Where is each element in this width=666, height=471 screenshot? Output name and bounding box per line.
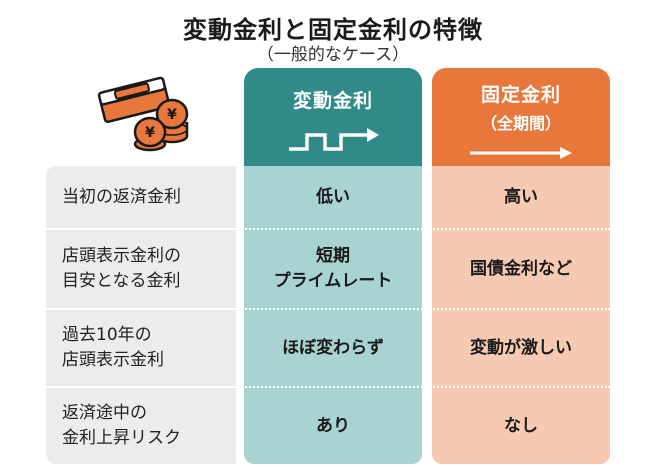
fixed-rate-label: 固定金利 [480,84,561,106]
row-label-past-10-years: 過去10年の 店頭表示金利 [46,310,236,386]
right-arrow-icon [470,147,572,159]
page-subtitle: （一般的なケース） [256,45,410,65]
variable-rate-label: 変動金利 [292,90,373,112]
fixed-rate-column [432,166,610,464]
page-title: 変動金利と固定金利の特徴 [183,16,483,44]
svg-text:¥: ¥ [145,125,155,141]
row-label-rate-increase-risk: 返済途中の 金利上昇リスク [46,388,236,464]
step-up-arrow-icon [289,128,379,151]
row-divider [46,308,610,310]
variable-rate-header: 変動金利 [244,68,422,166]
row-divider [46,386,610,388]
cell-fixed-past-10-years: 変動が激しい [470,337,572,358]
money-illustration-icon: ¥ ¥ [97,76,189,152]
fixed-rate-header: 固定金利 （全期間） [432,68,610,166]
fixed-rate-sublabel: （全期間） [480,114,561,133]
row-label-initial-rate: 当初の返済金利 [46,166,236,228]
row-divider [46,228,610,230]
row-label-reference-rate: 店頭表示金利の 目安となる金利 [46,230,236,308]
cell-variable-initial-rate: 低い [316,186,350,207]
cell-fixed-initial-rate: 高い [504,186,538,207]
variable-rate-column [244,166,422,464]
cell-variable-rate-increase-risk: あり [316,415,350,436]
cell-fixed-reference-rate: 国債金利など [470,258,572,279]
cell-fixed-rate-increase-risk: なし [504,415,538,436]
svg-text:¥: ¥ [167,107,177,123]
cell-variable-reference-rate: 短期 プライムレート [273,246,393,291]
cell-variable-past-10-years: ほぼ変わらず [282,337,384,358]
